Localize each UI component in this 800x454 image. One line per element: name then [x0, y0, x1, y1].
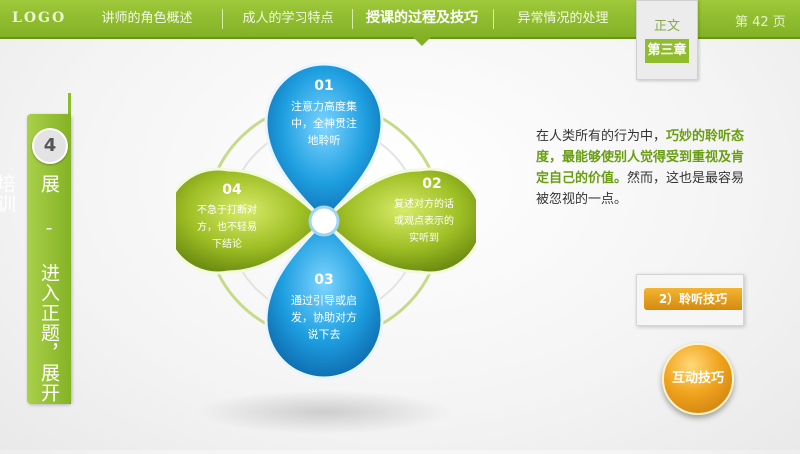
petal-04-line: 不急于打断对 — [197, 205, 257, 216]
description-highlight: 巧妙的聆听态度，最能够使别人觉得受到重视及肯定自己的价值。 — [536, 129, 745, 186]
petal-04-line: 方，也不轻易 — [197, 222, 257, 233]
petal-02-line: 或观点表示的 — [394, 216, 454, 227]
nav-separator — [352, 9, 353, 29]
petal-01-number: 01 — [314, 78, 334, 94]
page-number: 第 42 页 — [735, 15, 786, 30]
section-number-badge: 4 — [32, 128, 68, 164]
nav-item-lecturer-role[interactable]: 讲师的角色概述 — [101, 11, 193, 26]
center-hub — [308, 205, 340, 237]
description-lead: 在人类所有的行为中， — [536, 129, 667, 144]
petal-03-line: 通过引导或启 — [291, 294, 357, 307]
petal-03-line: 发，协助对方 — [291, 311, 357, 324]
petal-04-text: 不急于打断对 方，也不轻易 下结论 — [184, 202, 270, 253]
description-tail: 然而，这也是最容易被忽视的一点。 — [536, 171, 745, 207]
interaction-skills-button[interactable]: 互动技巧 — [662, 343, 734, 415]
petal-02-line: 复述对方的话 — [394, 199, 454, 210]
logo: LOGO — [12, 10, 67, 26]
petal-01-line: 地聆听 — [307, 134, 341, 147]
nav-item-adult-learning[interactable]: 成人的学习特点 — [242, 11, 334, 26]
petal-01-line: 中，全神贯注 — [291, 117, 357, 130]
petal-03-line: 说下去 — [307, 328, 341, 341]
diagram-graphic — [164, 62, 484, 434]
petal-03-number: 03 — [314, 272, 334, 288]
main-text-label: 正文 — [653, 19, 680, 34]
petal-02-number: 02 — [422, 176, 442, 192]
petal-01-line: 注意力高度集 — [291, 100, 357, 113]
section-title: 展 - 进入正题，展开培训 — [0, 174, 60, 403]
interaction-skills-label: 互动技巧 — [671, 371, 724, 386]
diagram-shadow — [196, 390, 452, 434]
petal-02-text: 复述对方的话 或观点表示的 实听到 — [382, 196, 466, 247]
listening-skills-diagram: 01 注意力高度集 中，全神贯注 地聆听 02 复述对方的话 或观点表示的 实听… — [164, 50, 484, 450]
petal-04-number: 04 — [222, 182, 242, 198]
nav-item-teaching-process[interactable]: 授课的过程及技巧 — [366, 10, 478, 26]
petal-01 — [264, 62, 384, 224]
petal-01-text: 注意力高度集 中，全神贯注 地聆听 — [276, 98, 372, 149]
nav-separator — [493, 9, 494, 29]
petal-03 — [264, 218, 384, 380]
main-text-tab[interactable]: 正文 第三章 — [636, 0, 698, 80]
active-nav-pointer — [413, 37, 431, 46]
petal-04-line: 下结论 — [212, 239, 242, 250]
petal-03-text: 通过引导或启 发，协助对方 说下去 — [276, 292, 372, 343]
chapter-badge: 第三章 — [645, 39, 689, 63]
nav-item-exception-handling[interactable]: 异常情况的处理 — [517, 11, 609, 26]
petal-02-line: 实听到 — [409, 233, 439, 244]
nav-separator — [222, 9, 223, 29]
description-paragraph: 在人类所有的行为中，巧妙的聆听态度，最能够使别人觉得受到重视及肯定自己的价值。然… — [536, 126, 746, 210]
section-panel: 4 展 - 进入正题，展开培训 — [0, 114, 71, 404]
listening-skills-tab[interactable]: 2）聆听技巧 — [644, 288, 742, 310]
